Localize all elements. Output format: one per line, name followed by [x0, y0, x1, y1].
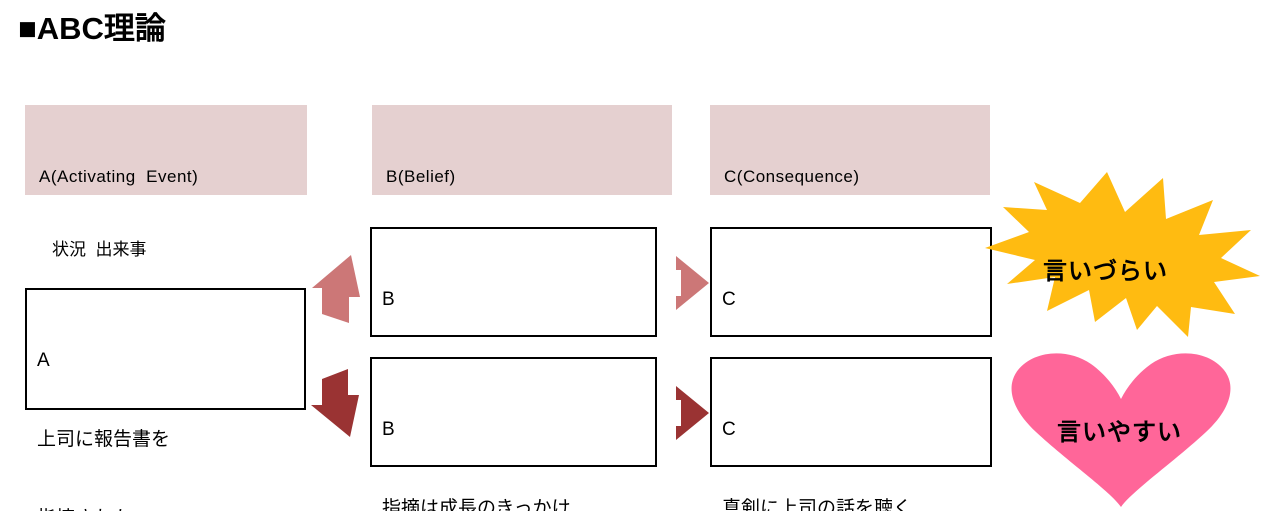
- header-sub-a-1: 状況 出来事: [52, 239, 147, 259]
- header-band-belief: B(Belief) 考え方 信念 ものの見方 など: [372, 105, 672, 331]
- header-title-a: A(Activating Event): [39, 167, 199, 187]
- node-a-letter: A: [37, 350, 50, 372]
- arrow-b-bottom-to-c-bottom: [676, 386, 709, 440]
- header-band-consequence: C(Consequence) 感情 行動: [710, 105, 990, 259]
- node-a-line-1: 上司に報告書を: [37, 429, 171, 451]
- arrow-a-to-b-top: [312, 255, 360, 323]
- header-title-b: B(Belief): [386, 167, 456, 187]
- node-b-bottom-line-1: 指摘は成長のきっかけ: [382, 498, 571, 511]
- heart-icon: [1011, 353, 1231, 507]
- node-box-c-bottom[interactable]: C 真剣に上司の話を聴く: [710, 357, 992, 511]
- node-c-bottom-letter: C: [722, 419, 736, 441]
- node-b-top-letter: B: [382, 289, 395, 311]
- heart-label: 言いやすい: [1057, 419, 1182, 446]
- node-c-bottom-line-1: 真剣に上司の話を聴く: [722, 498, 913, 511]
- starburst-label: 言いづらい: [1043, 258, 1168, 285]
- node-c-top-letter: C: [722, 289, 736, 311]
- heart-callout[interactable]: [1006, 352, 1236, 507]
- node-a-line-2: 指摘された: [37, 506, 304, 511]
- page-title: ■ABC理論: [18, 11, 166, 46]
- node-box-a[interactable]: A 上司に報告書を 指摘された: [25, 288, 306, 511]
- starburst-icon: [985, 172, 1260, 337]
- arrow-a-to-b-bottom: [311, 369, 359, 437]
- node-b-bottom-letter: B: [382, 419, 395, 441]
- arrow-b-top-to-c-top: [676, 256, 709, 310]
- node-box-b-bottom[interactable]: B 指摘は成長のきっかけ である: [370, 357, 657, 511]
- header-band-activating-event: A(Activating Event) 状況 出来事: [25, 105, 307, 259]
- header-title-c: C(Consequence): [724, 167, 860, 187]
- node-box-b-top[interactable]: B 指摘されるのは、 自分が未熟な証拠: [370, 227, 657, 468]
- starburst-callout[interactable]: [985, 172, 1260, 337]
- node-box-c-top[interactable]: C 自信喪失。報告書なん て作れない: [710, 227, 992, 468]
